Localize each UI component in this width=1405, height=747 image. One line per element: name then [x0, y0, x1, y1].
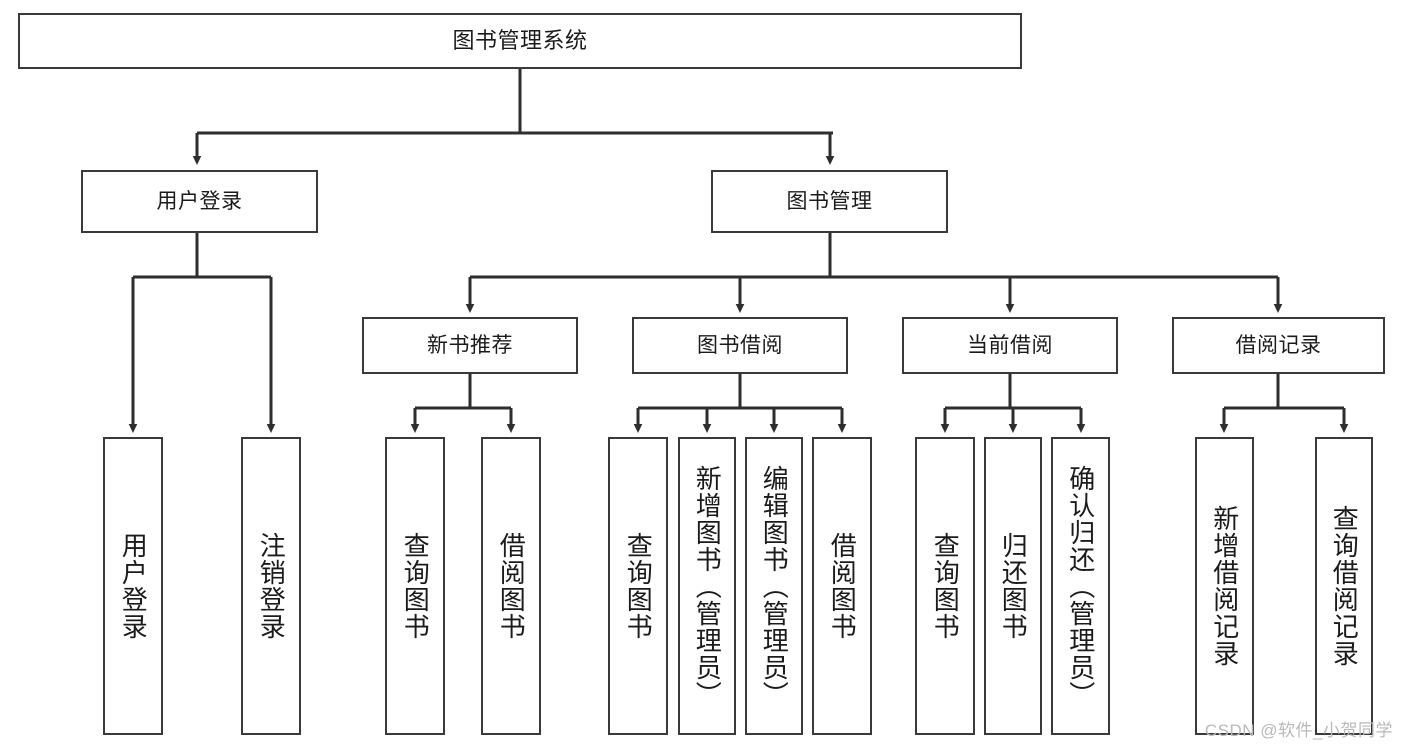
leaf-query-books-borrowing[interactable]: 查询图书 [608, 437, 668, 735]
node-book-management[interactable]: 图书管理 [711, 170, 948, 233]
node-user-login-label: 用户登录 [156, 189, 243, 213]
leaf-borrow-books-borrowing-label: 借阅图书 [827, 532, 858, 640]
leaf-logout-label: 注销登录 [256, 532, 287, 640]
leaf-query-books-borrowing-label: 查询图书 [623, 532, 654, 640]
leaf-borrow-books-borrowing[interactable]: 借阅图书 [812, 437, 872, 735]
leaf-query-books-recommendation-label: 查询图书 [400, 532, 431, 640]
leaf-user-login-label: 用户登录 [118, 532, 149, 640]
leaf-add-borrowing-record-label: 新增借阅记录 [1209, 505, 1240, 667]
leaf-return-books[interactable]: 归还图书 [984, 437, 1042, 735]
node-new-book-recommendation[interactable]: 新书推荐 [362, 317, 578, 374]
leaf-add-book-admin[interactable]: 新增图书（管理员） [678, 437, 736, 735]
leaf-logout[interactable]: 注销登录 [241, 437, 301, 735]
leaf-query-books-current[interactable]: 查询图书 [915, 437, 975, 735]
leaf-borrow-books-recommendation-label: 借阅图书 [496, 532, 527, 640]
node-current-borrowing[interactable]: 当前借阅 [902, 317, 1118, 374]
node-book-borrowing[interactable]: 图书借阅 [632, 317, 848, 374]
leaf-add-book-admin-label: 新增图书（管理员） [692, 464, 723, 708]
node-book-management-label: 图书管理 [786, 189, 873, 213]
leaf-return-books-label: 归还图书 [998, 532, 1029, 640]
node-current-borrowing-label: 当前借阅 [967, 333, 1053, 357]
node-new-book-recommendation-label: 新书推荐 [427, 333, 513, 357]
node-borrowing-records[interactable]: 借阅记录 [1172, 317, 1385, 374]
node-borrowing-records-label: 借阅记录 [1235, 333, 1322, 357]
leaf-query-books-recommendation[interactable]: 查询图书 [385, 437, 445, 735]
leaf-confirm-return-admin[interactable]: 确认归还（管理员） [1051, 437, 1110, 735]
leaf-query-borrowing-record-label: 查询借阅记录 [1329, 505, 1360, 667]
leaf-edit-book-admin-label: 编辑图书（管理员） [759, 464, 790, 708]
leaf-edit-book-admin[interactable]: 编辑图书（管理员） [745, 437, 803, 735]
csdn-watermark: CSDN @软件_小贺同学 [1204, 721, 1393, 740]
leaf-query-books-current-label: 查询图书 [930, 532, 961, 640]
node-root-label: 图书管理系统 [452, 27, 588, 53]
node-book-borrowing-label: 图书借阅 [697, 333, 783, 357]
leaf-add-borrowing-record[interactable]: 新增借阅记录 [1195, 437, 1254, 735]
leaf-borrow-books-recommendation[interactable]: 借阅图书 [481, 437, 541, 735]
leaf-user-login[interactable]: 用户登录 [103, 437, 163, 735]
leaf-confirm-return-admin-label: 确认归还（管理员） [1065, 464, 1096, 708]
node-root[interactable]: 图书管理系统 [18, 13, 1022, 69]
node-user-login[interactable]: 用户登录 [81, 170, 318, 233]
leaf-query-borrowing-record[interactable]: 查询借阅记录 [1315, 437, 1373, 735]
